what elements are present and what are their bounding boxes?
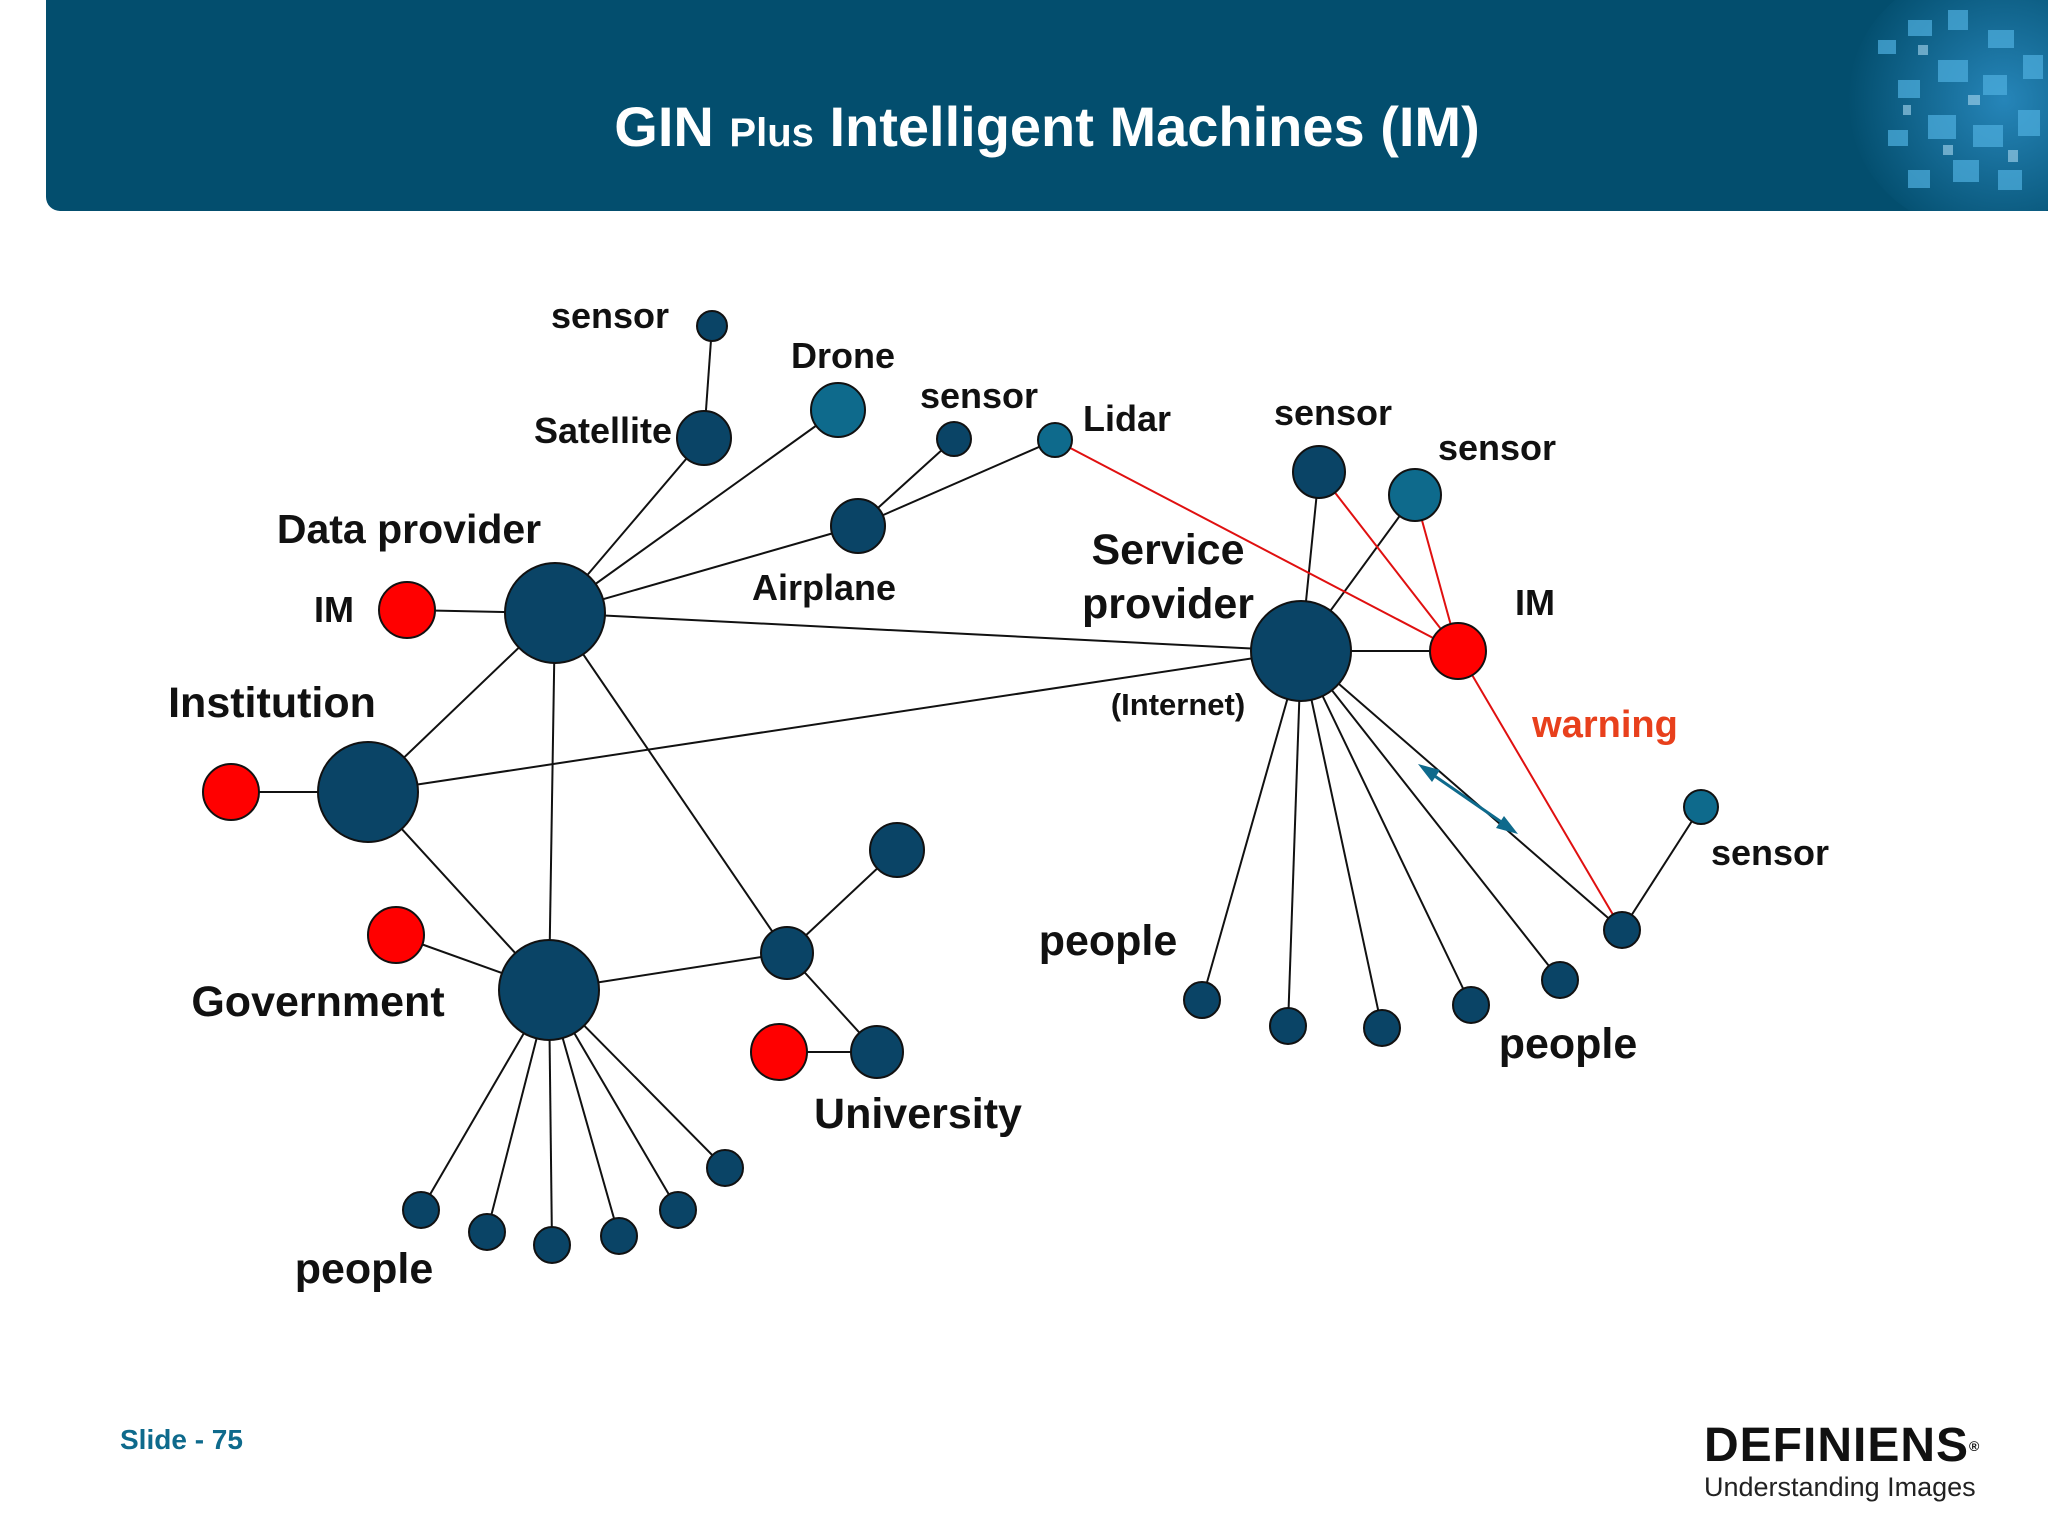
- people-node-right-2: [1269, 1007, 1307, 1045]
- slide-header: GIN Plus Intelligent Machines (IM): [46, 0, 2048, 211]
- university-node: [850, 1025, 904, 1079]
- label-sensor-sp2: sensor: [1438, 427, 1556, 468]
- slide-number: Slide - 75: [120, 1424, 243, 1455]
- university-hub-node: [760, 926, 814, 980]
- satellite-node: [676, 410, 732, 466]
- label-sensor-sp1: sensor: [1274, 392, 1392, 433]
- people-node-left-4: [600, 1217, 638, 1255]
- sensor-satellite-node: [696, 310, 728, 342]
- drone-node: [810, 382, 866, 438]
- label-service-provider-2: provider: [1082, 580, 1254, 628]
- institution-node: [317, 741, 419, 843]
- label-im-right: IM: [1515, 582, 1555, 623]
- label-government: Government: [191, 978, 444, 1026]
- people-node-right-1: [1183, 981, 1221, 1019]
- company-logo: DEFINIENS® Understanding Images: [1704, 1419, 2004, 1503]
- government-im-node: [367, 906, 425, 964]
- people-node-left-3: [533, 1226, 571, 1264]
- label-people-left: people: [295, 1245, 434, 1293]
- sensor-sp1-node: [1292, 445, 1346, 499]
- people-node-right-3: [1363, 1009, 1401, 1047]
- label-people-right: people: [1499, 1020, 1638, 1068]
- slide-title: GIN Plus Intelligent Machines (IM): [614, 95, 1480, 158]
- service-provider-node: [1250, 600, 1352, 702]
- label-sensor-airplane: sensor: [920, 375, 1038, 416]
- label-lidar: Lidar: [1083, 398, 1171, 439]
- label-data-provider: Data provider: [277, 506, 541, 552]
- im-right-node: [1429, 622, 1487, 680]
- lidar-node: [1037, 422, 1073, 458]
- label-satellite: Satellite: [534, 410, 672, 451]
- im-red-edges: [1054, 439, 1623, 931]
- people-node-left-6: [706, 1149, 744, 1187]
- university-im-node: [750, 1023, 808, 1081]
- institution-im-node: [202, 763, 260, 821]
- people-node-right-4: [1452, 986, 1490, 1024]
- data-provider-node: [504, 562, 606, 664]
- globe-logo-icon: [1848, 0, 2048, 211]
- double-arrow-icon: [1418, 764, 1518, 834]
- label-sensor-right: sensor: [1711, 832, 1829, 873]
- sensor-sp2-node: [1388, 468, 1442, 522]
- sensor-airplane-node: [936, 421, 972, 457]
- government-node: [498, 939, 600, 1041]
- label-drone: Drone: [791, 335, 895, 376]
- im-left-node: [378, 581, 436, 639]
- airplane-node: [830, 498, 886, 554]
- logo-tagline: Understanding Images: [1704, 1472, 1976, 1502]
- people-node-left-1: [402, 1191, 440, 1229]
- label-warning: warning: [1531, 704, 1678, 746]
- label-institution: Institution: [168, 679, 376, 727]
- label-people-mid: people: [1039, 917, 1178, 965]
- label-airplane: Airplane: [752, 567, 896, 608]
- label-service-provider-1: Service: [1091, 526, 1244, 574]
- people-node-left-5: [659, 1191, 697, 1229]
- label-im-left: IM: [314, 589, 354, 630]
- sensor-right-node: [1683, 789, 1719, 825]
- university-upper-node: [869, 822, 925, 878]
- label-sensor-top: sensor: [551, 295, 669, 336]
- logo-brand-text: DEFINIENS®: [1704, 1419, 1981, 1472]
- people-node-left-2: [468, 1213, 506, 1251]
- label-university: University: [814, 1090, 1022, 1138]
- people-node-right-5: [1541, 961, 1579, 999]
- warning-target-node: [1603, 911, 1641, 949]
- label-internet: (Internet): [1111, 687, 1245, 722]
